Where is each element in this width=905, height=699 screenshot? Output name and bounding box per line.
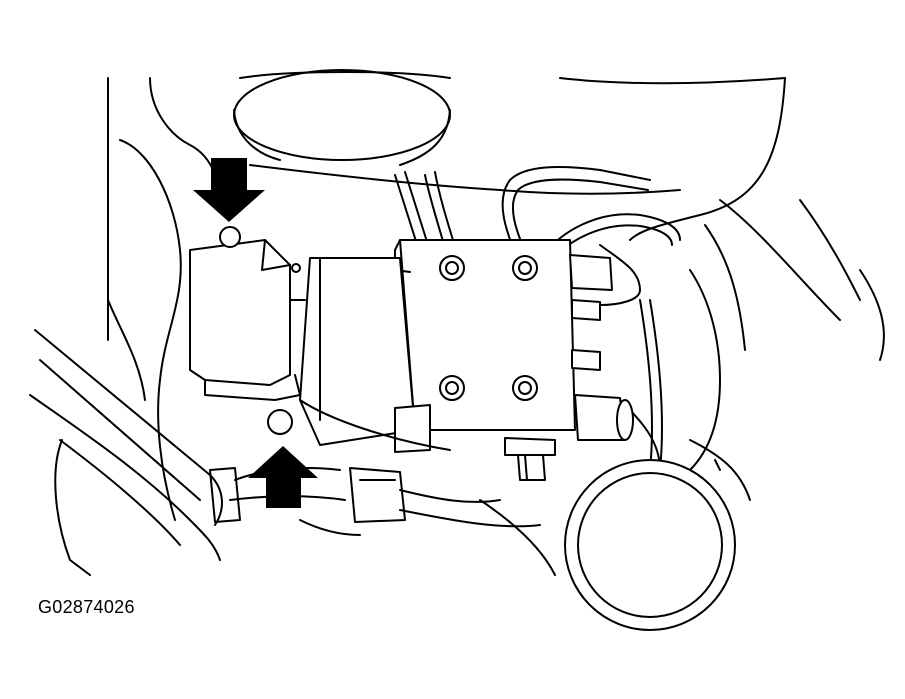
arrow-up-icon [248,446,318,508]
wiring-harness [209,467,556,576]
figure-id-label: G02874026 [38,597,135,617]
mounting-bolt [504,437,556,481]
left-body-panel [54,77,216,576]
hydraulic-control-unit [394,239,634,441]
top-reservoir [233,69,451,166]
right-side-hose [689,199,861,471]
pump-motor-housing [299,257,451,453]
lower-right-round-part [564,439,751,631]
arrow-down-icon [193,158,265,222]
upper-right-structure [249,77,885,361]
electronic-control-module [189,226,306,435]
